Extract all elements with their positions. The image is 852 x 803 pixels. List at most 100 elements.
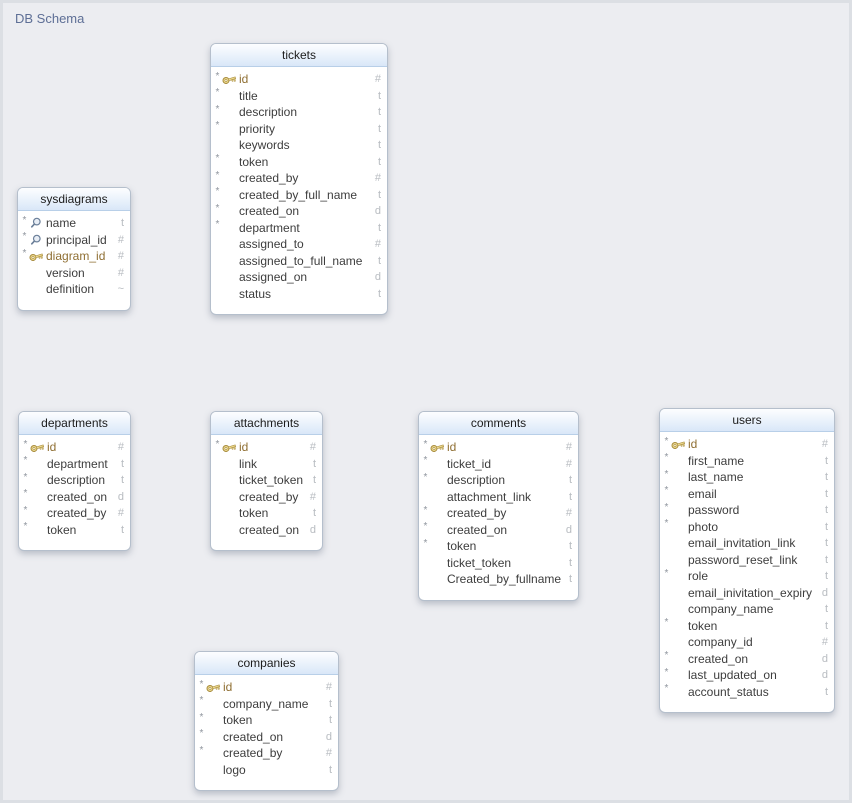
column-row[interactable]: definition~ [18,281,130,298]
no-icon [670,601,686,617]
table-header[interactable]: departments [19,412,130,435]
column-row[interactable]: *created_by# [419,505,578,522]
column-name: ticket_token [447,555,512,570]
column-name: token [47,522,77,537]
required-marker: * [199,728,204,740]
column-type: ~ [117,283,124,296]
column-name: name [46,216,77,231]
column-row[interactable]: *id# [211,439,322,456]
column-row[interactable]: *created_by# [19,505,130,522]
no-icon [670,585,686,601]
column-name: last_updated_on [688,668,777,683]
column-row[interactable]: created_by# [211,489,322,506]
column-row[interactable]: *id# [19,439,130,456]
column-row[interactable]: version# [18,265,130,282]
column-type: t [328,714,332,727]
column-row[interactable]: *id# [660,436,834,453]
table-header[interactable]: comments [419,412,578,435]
column-type: t [824,603,828,616]
no-icon [221,505,237,521]
required-marker: * [664,468,669,480]
column-name: password_reset_link [688,552,798,567]
column-row[interactable]: *id# [195,679,338,696]
column-row[interactable]: *id# [211,71,387,88]
no-icon [429,456,445,472]
table-header[interactable]: companies [195,652,338,675]
column-row[interactable]: *created_by# [211,170,387,187]
no-icon [429,505,445,521]
required-marker: * [215,103,220,115]
table-header[interactable]: attachments [211,412,322,435]
column-row[interactable]: *principal_id# [18,231,130,249]
column-name: id [447,440,457,455]
column-row[interactable]: *diagram_id# [18,248,130,265]
required-marker: * [22,231,27,243]
primary-key-icon [205,679,221,695]
column-row[interactable]: company_id# [660,634,834,651]
no-icon [221,236,237,252]
required-marker: * [664,567,669,579]
column-row[interactable]: *ticket_id# [419,455,578,473]
primary-key-icon [670,436,686,452]
table-header[interactable]: users [660,409,834,432]
table-header[interactable]: sysdiagrams [18,188,130,211]
column-row[interactable]: *created_by# [195,745,338,762]
column-name: department [239,220,300,235]
column-row[interactable]: *id# [419,439,578,456]
table-header[interactable]: tickets [211,44,387,67]
column-row[interactable]: assigned_to# [211,236,387,253]
